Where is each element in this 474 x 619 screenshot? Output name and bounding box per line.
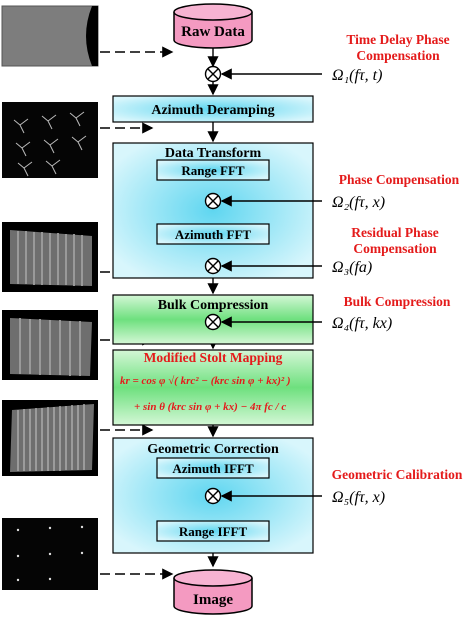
- omega-1-label: Ω₁(fτ, t): [332, 67, 382, 84]
- omega-5-label: Ω₅(fτ, x): [332, 489, 385, 506]
- image-cylinder: Image: [173, 569, 253, 615]
- image-label: Image: [193, 592, 233, 608]
- multiplier-1: [204, 65, 222, 83]
- phase-compensation-annotation: Phase Compensation: [339, 172, 460, 187]
- function-labels: Ω₁(fτ, t) Ω₂(fτ, x) Ω₃(fa) Ω₄(fτ, kx) Ω₅…: [332, 67, 392, 506]
- raw-echo-thumbnail: [1, 5, 99, 67]
- range-fft-box: [156, 159, 270, 181]
- omega-2-label: Ω₂(fτ, x): [332, 194, 385, 211]
- bulk-compression-label: Bulk Compression: [158, 298, 269, 313]
- data-transform-label: Data Transform: [165, 146, 262, 161]
- time-delay-annotation-2: Compensation: [356, 48, 440, 63]
- stolt-mapping-thumbnail: [2, 400, 98, 476]
- bulk-compression-thumbnail: [2, 310, 98, 380]
- point-targets-thumbnail: [2, 102, 98, 178]
- stolt-mapping-box: Modified Stolt Mapping kr = cos φ √( krc…: [112, 349, 314, 426]
- annotations: Time Delay Phase Compensation Phase Comp…: [332, 32, 463, 482]
- geometric-correction-label: Geometric Correction: [147, 442, 279, 457]
- azimuth-ifft-box: [156, 457, 270, 479]
- azimuth-fft-box: [156, 223, 270, 245]
- stolt-mapping-label: Modified Stolt Mapping: [144, 350, 283, 365]
- multiplier-3: [204, 257, 222, 275]
- azimuth-deramping-box: Azimuth Deramping: [112, 95, 314, 123]
- residual-annotation-1: Residual Phase: [351, 225, 438, 240]
- omega-3-label: Ω₃(fa): [332, 259, 372, 276]
- azimuth-deramping-label: Azimuth Deramping: [151, 103, 274, 118]
- azimuth-ifft-label: Azimuth IFFT: [172, 461, 254, 476]
- raw-data-cylinder: Raw Data: [173, 3, 253, 49]
- formula-line-2: + sin θ (krc sin φ + kx) − 4π fc / c: [134, 401, 286, 413]
- data-transform-box: Data Transform Range FFT Azimuth FFT: [112, 142, 314, 279]
- range-fft-thumbnail: [2, 222, 98, 292]
- geometric-calibration-annotation: Geometric Calibration: [332, 467, 463, 482]
- formula-line-1: kr = cos φ √( krc² − (krc sin φ + kx)² ): [120, 375, 291, 387]
- range-ifft-label: Range IFFT: [179, 524, 248, 539]
- bulk-compression-annotation: Bulk Compression: [344, 294, 451, 309]
- compensation-input-arrows: [220, 68, 322, 502]
- thumbnail-dashed-arrows: [100, 46, 174, 580]
- focused-image-thumbnail: [2, 518, 98, 590]
- range-fft-label: Range FFT: [181, 163, 245, 178]
- residual-annotation-2: Compensation: [353, 241, 437, 256]
- multiplier-4: [204, 313, 222, 331]
- azimuth-fft-label: Azimuth FFT: [175, 227, 252, 242]
- range-ifft-box: [156, 520, 270, 542]
- multiplier-2: [204, 192, 222, 210]
- raw-data-label: Raw Data: [181, 24, 245, 40]
- time-delay-annotation-1: Time Delay Phase: [346, 32, 449, 47]
- omega-4-label: Ω₄(fτ, kx): [332, 315, 392, 332]
- multiplier-5: [204, 487, 222, 505]
